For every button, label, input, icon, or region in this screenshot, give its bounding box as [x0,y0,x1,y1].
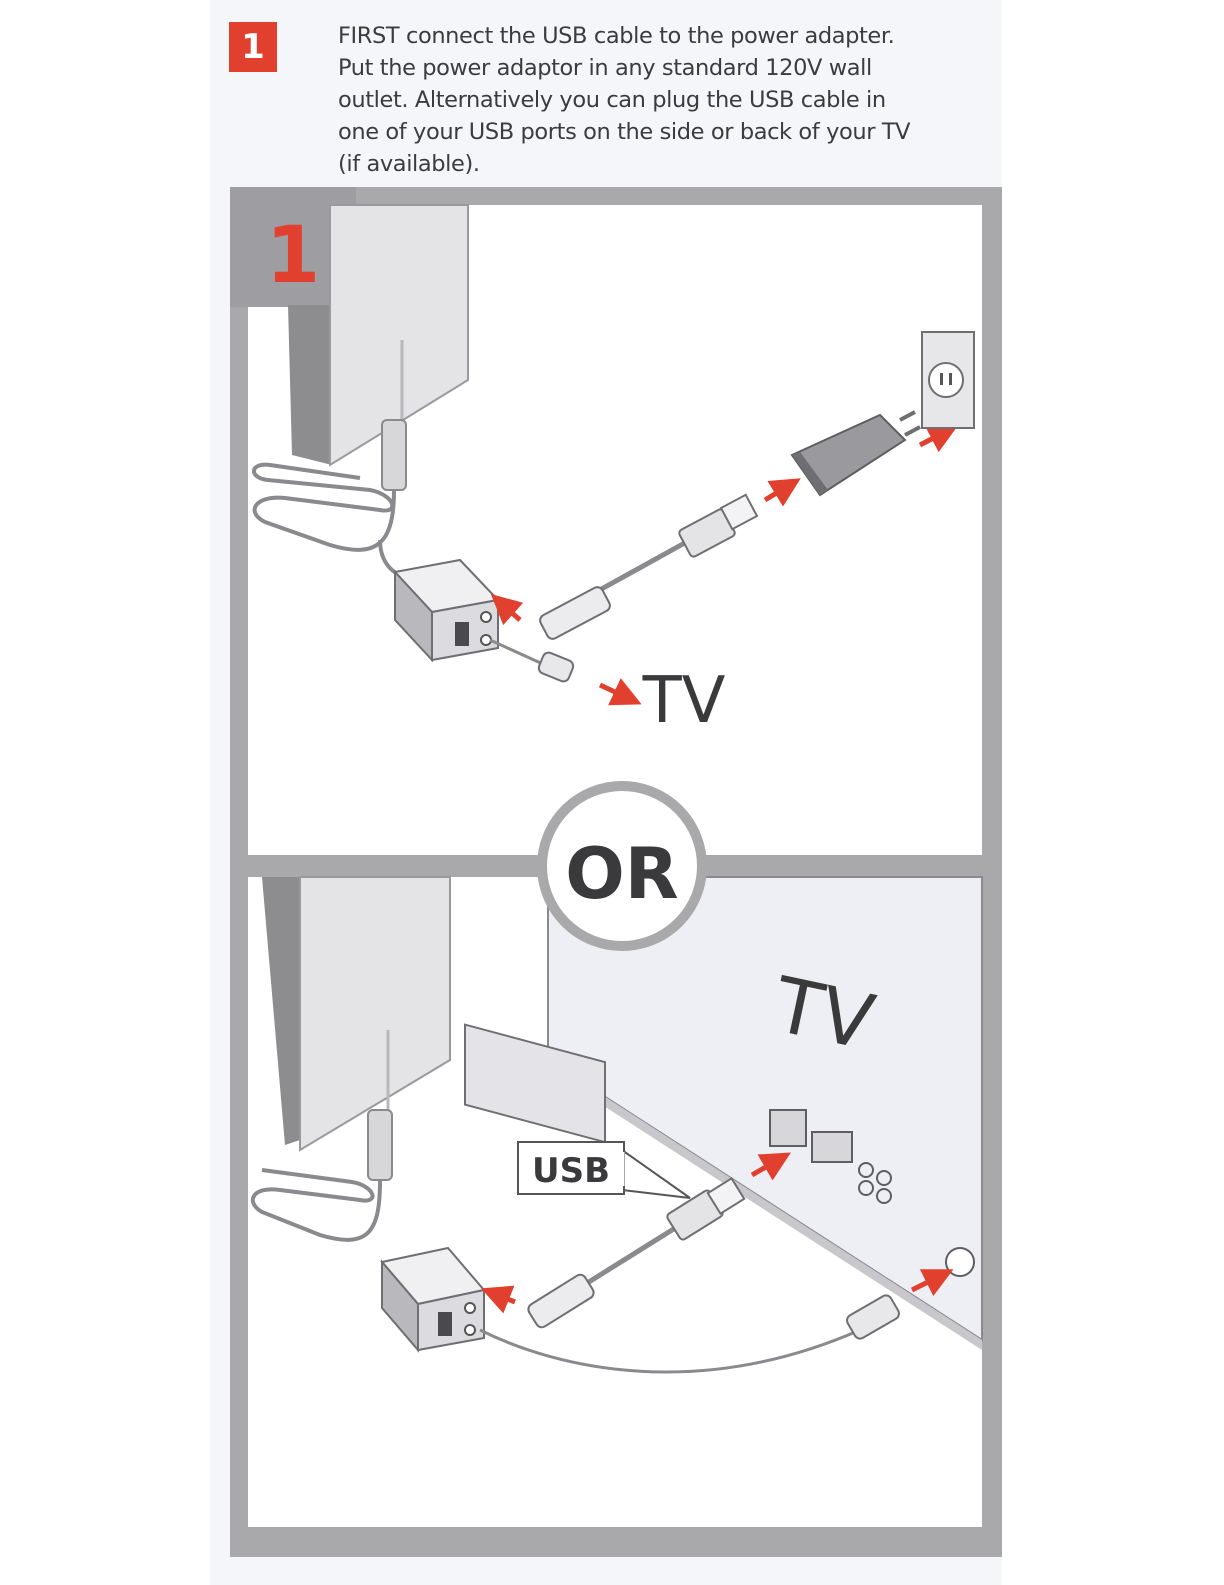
panel-number: 1 [266,211,320,301]
or-label: OR [565,833,678,915]
usb-label: USB [532,1151,610,1191]
tv-usb-port [770,1110,806,1146]
bottom-panel: TV [248,877,982,1527]
or-divider: OR [542,786,702,946]
top-panel: 1 TV [230,187,982,855]
tv-antenna-input [946,1248,974,1276]
tv-label-top: TV [642,664,726,738]
wall-outlet [922,332,974,428]
